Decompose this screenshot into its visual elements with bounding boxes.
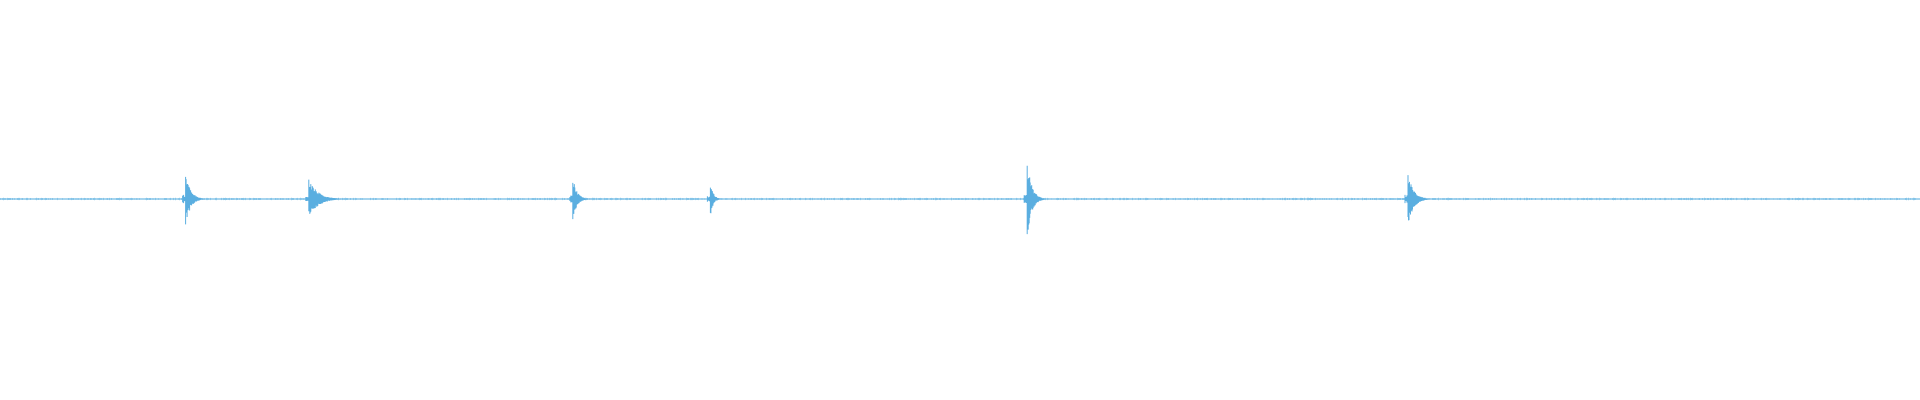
waveform-baseline [0,197,1920,201]
transient-spike-3 [569,182,590,220]
baseline-noise [0,197,1920,201]
transient-spike-6 [1404,175,1431,221]
transient-spike-2 [305,179,345,214]
transient-spike-1 [182,176,206,225]
transient-spike-5 [1023,165,1046,235]
waveform-transients [182,165,1431,235]
transient-spike-4 [706,187,722,214]
